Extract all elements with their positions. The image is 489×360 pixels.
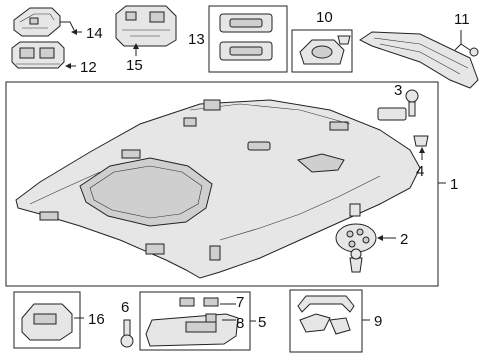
- callout-3: 3: [394, 82, 402, 99]
- part-4-clip: [413, 135, 429, 147]
- part-5-sunvisor: [145, 313, 239, 347]
- part-15-bracket: [115, 5, 177, 47]
- callout-13: 13: [188, 31, 205, 48]
- part-3-retainer: [377, 107, 407, 121]
- callout-9: 9: [374, 313, 382, 330]
- callout-2: 2: [400, 231, 408, 248]
- part-5-visor-parts: [179, 297, 219, 323]
- headliner-pad: [203, 99, 221, 111]
- callout-15: 15: [126, 57, 143, 74]
- part-9-box: [289, 289, 363, 353]
- callout-6: 6: [121, 299, 129, 316]
- part-10-clip: [337, 35, 351, 45]
- callout-7: 7: [236, 294, 244, 311]
- part-14-bracket: [13, 7, 75, 37]
- part-2-pin: [349, 203, 363, 273]
- part-9-grab-handle: [297, 295, 355, 335]
- callout-5: 5: [258, 314, 266, 331]
- callout-1: 1: [450, 176, 458, 193]
- part-11-rail: [359, 31, 479, 89]
- callout-11: 11: [454, 11, 470, 28]
- callout-16: 16: [88, 311, 105, 328]
- callout-4: 4: [416, 163, 424, 180]
- part-13-box: [208, 5, 288, 73]
- part-3-screw: [405, 89, 419, 117]
- part-16-lamp: [21, 303, 73, 341]
- callout-14: 14: [86, 25, 103, 42]
- callout-10: 10: [316, 9, 333, 26]
- part-11-screw: [469, 47, 479, 57]
- part-12-map-lamp: [11, 41, 65, 69]
- callout-12: 12: [80, 59, 97, 76]
- part-2-round-pad: [335, 223, 377, 253]
- part-10-dome-lamp: [299, 39, 345, 65]
- callout-8: 8: [236, 315, 244, 332]
- part-13-grommets: [219, 13, 273, 61]
- part-1-frame: [5, 81, 439, 287]
- part-6-screw: [120, 319, 134, 348]
- part-16-box: [13, 291, 81, 349]
- part-10-box: [291, 29, 353, 73]
